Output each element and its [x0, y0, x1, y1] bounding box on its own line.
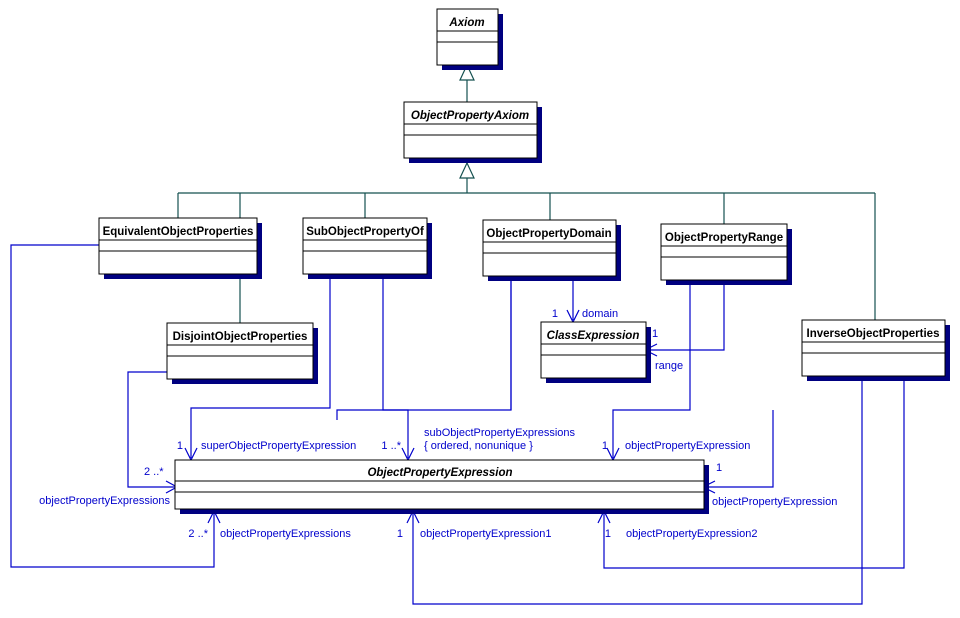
association-edges — [10, 244, 905, 605]
label-role-domain: domain — [582, 308, 618, 320]
association-labels: 1 domain 1 range 1 superObjectPropertyEx… — [39, 308, 837, 540]
label-constraint-sub: { ordered, nonunique } — [424, 440, 533, 452]
assoc-line-equivalent-objectpropertyexpressions — [10, 244, 215, 568]
label-role-range: range — [655, 360, 683, 372]
classexpression-title: ClassExpression — [547, 330, 640, 342]
label-mult-super: 1 — [177, 440, 183, 452]
objectpropertyexpression-body — [174, 459, 705, 510]
disjointobjectproperties-body — [166, 322, 314, 380]
assoc-line-range-ope — [612, 280, 691, 458]
label-mult-sub: 1 ..* — [381, 440, 401, 452]
label-role-sub: subObjectPropertyExpressions — [424, 427, 576, 439]
class-box-inverseobjectproperties[interactable]: InverseObjectProperties — [801, 319, 950, 381]
class-box-subobjectpropertyof[interactable]: SubObjectPropertyOf — [302, 217, 432, 279]
subobjectpropertyof-title: SubObjectPropertyOf — [306, 226, 424, 238]
assoc-line-range — [647, 280, 725, 351]
objectpropertyexpression-title: ObjectPropertyExpression — [367, 467, 512, 479]
assoc-line-sub-sub — [382, 274, 409, 458]
inverseobjectproperties-body — [801, 319, 946, 377]
assoc-line-ope-self-right — [705, 410, 774, 488]
class-box-objectpropertydomain[interactable]: ObjectPropertyDomain — [482, 219, 621, 281]
objectpropertyrange-title: ObjectPropertyRange — [665, 232, 783, 244]
disjointobjectproperties-title: DisjointObjectProperties — [173, 331, 308, 343]
assoc-line-inverse-ope2 — [603, 376, 905, 569]
class-box-classexpression[interactable]: ClassExpression — [540, 321, 651, 383]
class-box-axiom[interactable]: Axiom — [436, 8, 503, 70]
axiom-title: Axiom — [448, 17, 484, 29]
objectpropertyrange-body — [660, 223, 788, 281]
objectpropertydomain-title: ObjectPropertyDomain — [486, 228, 611, 240]
label-role-super: superObjectPropertyExpression — [201, 440, 356, 452]
objectpropertyaxiom-title: ObjectPropertyAxiom — [411, 110, 529, 122]
label-role-disjoint-left: objectPropertyExpressions — [39, 495, 170, 507]
class-box-disjointobjectproperties[interactable]: DisjointObjectProperties — [166, 322, 318, 384]
classexpression-body — [540, 321, 647, 379]
objectpropertydomain-body — [482, 219, 617, 277]
class-box-objectpropertyrange[interactable]: ObjectPropertyRange — [660, 223, 792, 285]
label-role-ope1: objectPropertyExpression1 — [420, 528, 551, 540]
generalization-arrowhead-objectpropertyaxiom — [459, 161, 475, 179]
label-mult-ope-right: 1 — [716, 462, 722, 474]
label-mult-range-ope: 1 — [602, 440, 608, 452]
label-mult-ope2: 1 — [605, 528, 611, 540]
label-mult-ope1: 1 — [397, 528, 403, 540]
generalization-edges — [177, 63, 876, 323]
label-mult-disjoint-left: 2 ..* — [144, 466, 164, 478]
generalization-arrowhead-axiom — [459, 63, 475, 81]
equivalentobjectproperties-title: EquivalentObjectProperties — [103, 226, 254, 238]
class-box-equivalentobjectproperties[interactable]: EquivalentObjectProperties — [98, 217, 262, 279]
subobjectpropertyof-body — [302, 217, 428, 275]
class-box-objectpropertyexpression[interactable]: ObjectPropertyExpression — [174, 459, 709, 514]
equivalentobjectproperties-body — [98, 217, 258, 275]
assoc-line-domain-ope — [336, 276, 512, 420]
label-mult-domain: 1 — [552, 308, 558, 320]
assoc-line-disjoint-objectpropertyexpressions — [127, 371, 176, 488]
label-mult-range: 1 — [652, 328, 658, 340]
assoc-line-sub-super — [190, 274, 331, 458]
inverseobjectproperties-title: InverseObjectProperties — [807, 328, 940, 340]
objectpropertyaxiom-body — [403, 101, 538, 159]
class-box-objectpropertyaxiom[interactable]: ObjectPropertyAxiom — [403, 101, 542, 163]
label-mult-equiv-bottom: 2 ..* — [188, 528, 208, 540]
assoc-line-inverse-ope1 — [412, 376, 863, 605]
label-role-ope2: objectPropertyExpression2 — [626, 528, 757, 540]
label-role-ope-right: objectPropertyExpression — [712, 496, 837, 508]
label-role-range-ope: objectPropertyExpression — [625, 440, 750, 452]
label-role-equiv-bottom: objectPropertyExpressions — [220, 528, 351, 540]
axiom-body — [436, 8, 499, 66]
